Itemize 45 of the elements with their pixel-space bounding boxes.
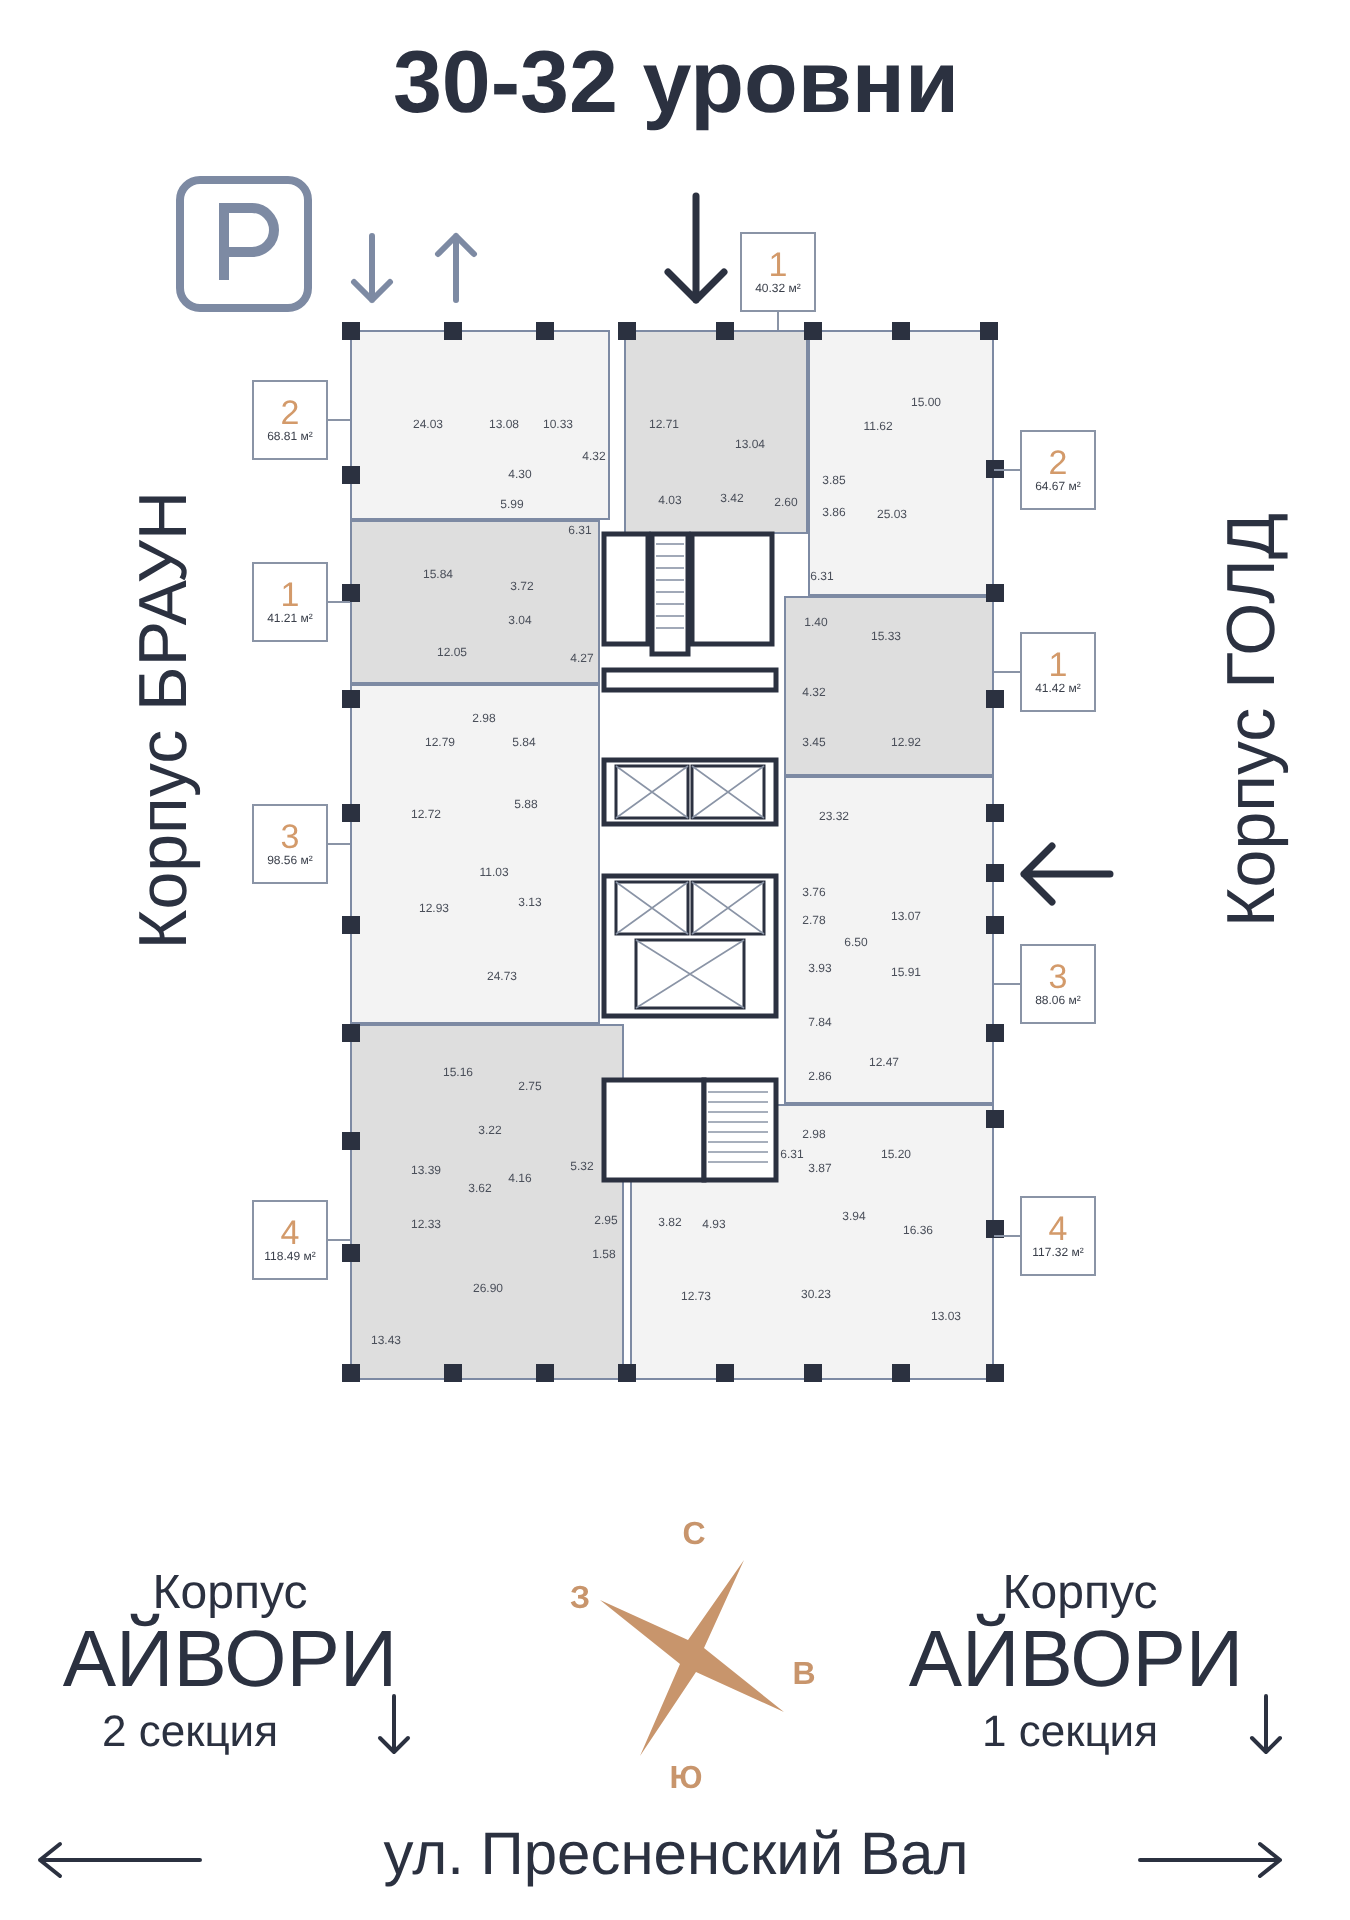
compass-direction-letter: С <box>682 1520 706 1552</box>
area-callout <box>252 1200 328 1280</box>
leader-line <box>993 671 1021 673</box>
room-count: 2 <box>1048 446 1068 482</box>
area-callout <box>1020 430 1096 510</box>
area-callout <box>740 232 816 312</box>
leader-line <box>777 311 779 331</box>
area-callout <box>252 562 328 642</box>
apartment-area <box>350 1024 624 1380</box>
leader-line <box>327 601 351 603</box>
leader-line <box>327 419 351 421</box>
leader-line <box>327 843 351 845</box>
area-callout <box>1020 944 1096 1024</box>
room-count: 1 <box>280 578 300 614</box>
leader-line <box>993 469 1021 471</box>
apartment-area <box>624 330 808 534</box>
area-callout <box>252 804 328 884</box>
room-count: 2 <box>280 396 300 432</box>
leader-line <box>993 983 1021 985</box>
apartment-area <box>350 330 610 520</box>
compass-direction-letter: В <box>792 1660 816 1692</box>
leader-line <box>993 1235 1021 1237</box>
room-count: 4 <box>280 1216 300 1252</box>
title: 30-32 уровни <box>392 40 960 128</box>
apartment-area <box>784 596 994 776</box>
compass-direction-letter: З <box>569 1584 591 1616</box>
room-count: 3 <box>280 820 300 856</box>
room-count: 4 <box>1048 1212 1068 1248</box>
street-name: ул. Пресненский Вал <box>383 1826 969 1886</box>
apartment-area <box>350 520 600 684</box>
room-count: 3 <box>1048 960 1068 996</box>
building-label: 1 секция <box>982 1710 1158 1754</box>
area-callout <box>1020 632 1096 712</box>
room-count: 1 <box>768 248 788 284</box>
building-name: Корпус БРАУН <box>130 490 198 950</box>
building-name: Корпус ГОЛД <box>1218 513 1286 927</box>
room-count: 1 <box>1048 648 1068 684</box>
leader-line <box>327 1239 351 1241</box>
apartment-area <box>784 776 994 1104</box>
building-label: 2 секция <box>102 1710 278 1754</box>
apartment-area <box>350 684 600 1024</box>
compass-direction-letter: Ю <box>669 1764 703 1796</box>
apartment-area <box>808 330 994 596</box>
area-callout <box>1020 1196 1096 1276</box>
area-callout <box>252 380 328 460</box>
